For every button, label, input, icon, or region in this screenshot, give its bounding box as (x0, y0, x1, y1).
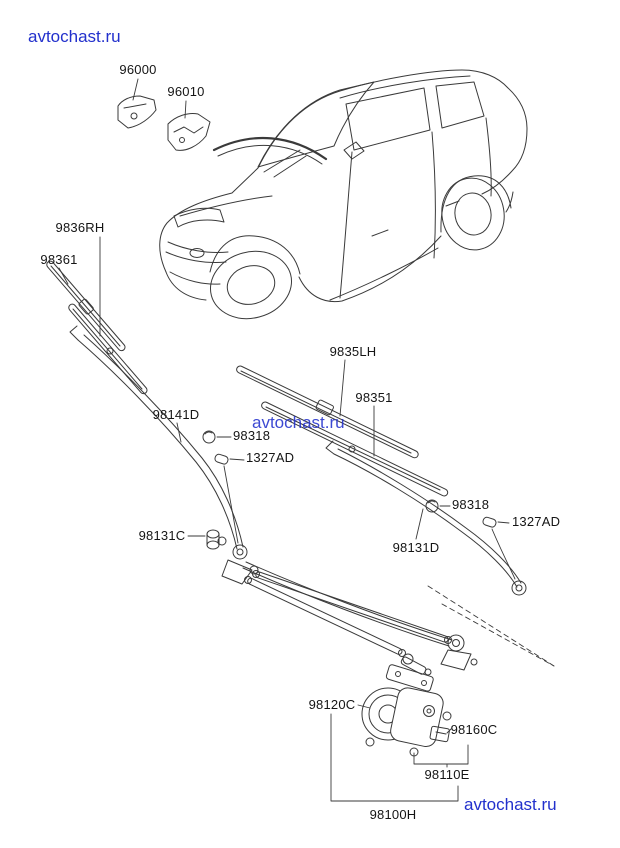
pivot-nut-98318-right (425, 499, 439, 513)
pivot-bushing-98131C (206, 529, 220, 550)
wiper-motor-98120C (361, 687, 452, 757)
part-label-96010: 96010 (167, 84, 205, 99)
cowl-cover-96000 (117, 95, 157, 129)
part-label-98318-left: 98318 (233, 428, 271, 443)
part-label-1327AD-right: 1327AD (512, 514, 561, 529)
position-dashed-lines (427, 585, 555, 667)
part-label-98318-right: 98318 (452, 497, 490, 512)
part-label-98100H: 98100H (369, 807, 417, 822)
part-label-98120C: 98120C (308, 697, 356, 712)
car-illustration (159, 69, 528, 320)
wiper-blade-lh (236, 365, 449, 497)
pivot-nut-98318-left (202, 430, 216, 444)
part-label-98351: 98351 (355, 390, 393, 405)
part-label-1327AD-left: 1327AD (246, 450, 295, 465)
wiper-arm-driver-98141D (69, 325, 248, 560)
cowl-bracket-96010 (167, 113, 211, 151)
part-label-98110E: 98110E (424, 767, 470, 782)
watermark-link-bottom-right[interactable]: avtochast.ru (464, 795, 557, 814)
assembly-brackets (330, 713, 469, 802)
wiper-linkage-assembly (217, 536, 478, 692)
watermark-link-top-left[interactable]: avtochast.ru (28, 27, 121, 46)
part-label-98160C: 98160C (450, 722, 498, 737)
leader-lines (58, 78, 516, 734)
part-label-98131D: 98131D (392, 540, 440, 555)
part-label-9836RH: 9836RH (55, 220, 105, 235)
watermark-link-center[interactable]: avtochast.ru (252, 413, 345, 432)
pivot-cap-1327AD-left (214, 453, 229, 465)
part-label-96000: 96000 (119, 62, 157, 77)
wiper-arm-passenger-98131D (325, 440, 527, 596)
part-label-98141D: 98141D (152, 407, 200, 422)
pivot-cap-1327AD-right (482, 516, 497, 528)
part-label-98131C: 98131C (138, 528, 186, 543)
part-label-9835LH: 9835LH (329, 344, 377, 359)
wiper-blade-rh (46, 260, 148, 395)
part-label-98361: 98361 (40, 252, 78, 267)
